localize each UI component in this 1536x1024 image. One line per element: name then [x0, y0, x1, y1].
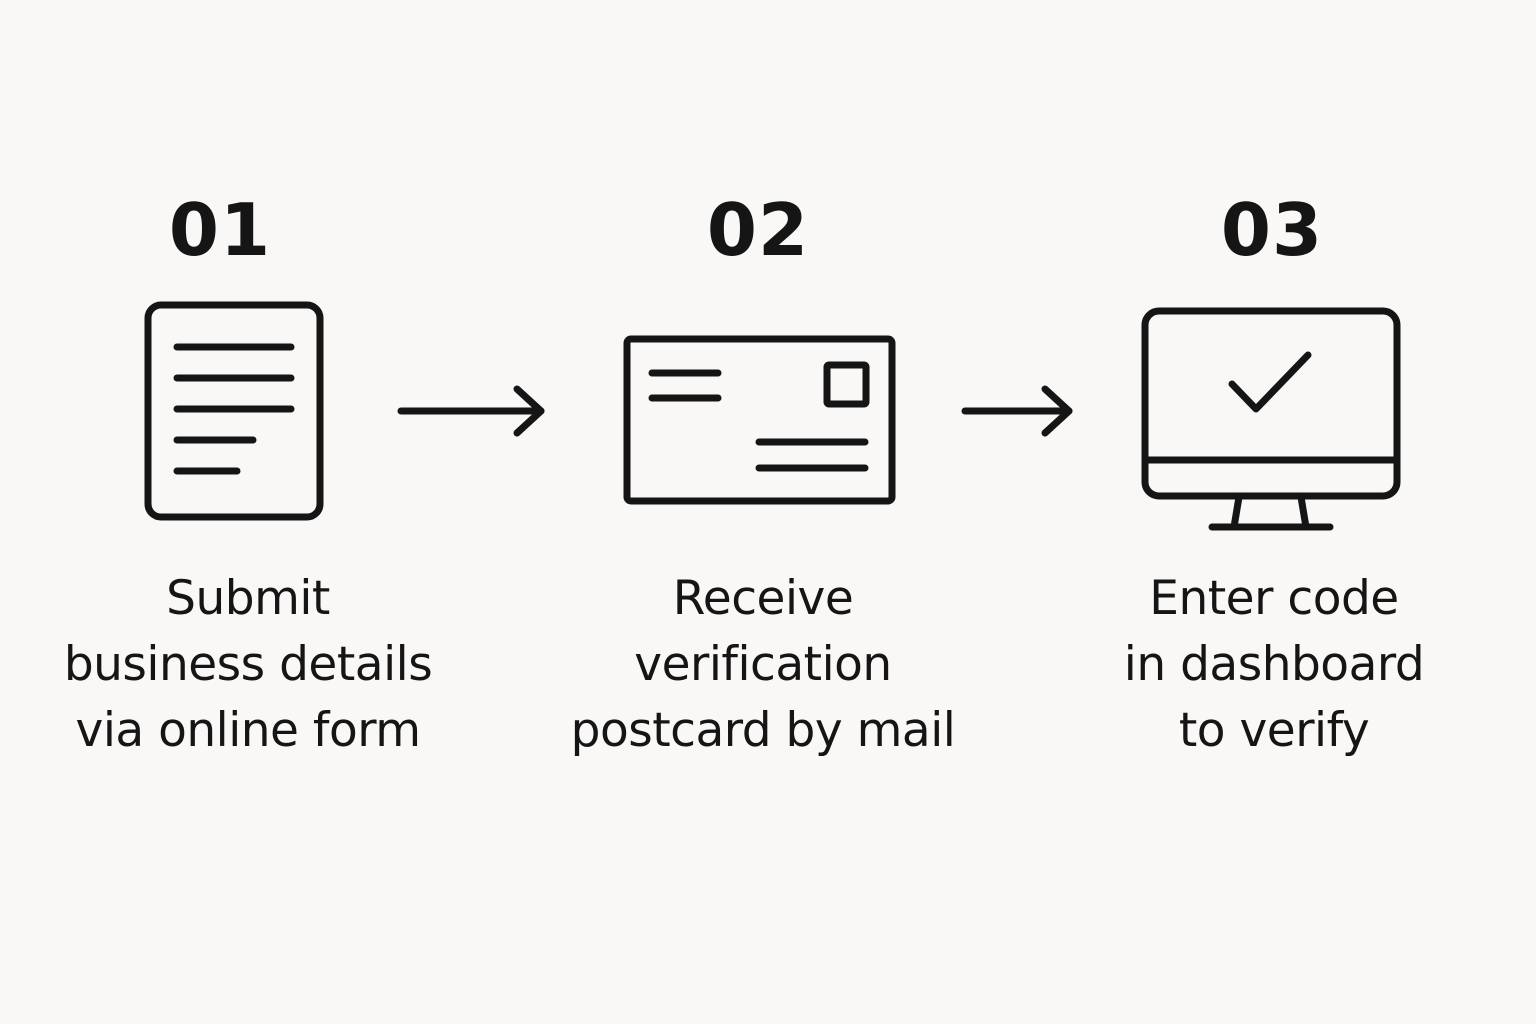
step-label-1: Submit business details via online form [18, 566, 478, 764]
step-label-3-line-1: Enter code [1149, 571, 1399, 626]
step-label-2-line-3: postcard by mail [570, 703, 956, 758]
arrow-right-icon [961, 385, 1073, 437]
checkmark-icon [1228, 351, 1312, 413]
step-number-2: 02 [706, 188, 810, 272]
step-label-3-line-2: in dashboard [1123, 637, 1425, 692]
step-label-3-line-3: to verify [1178, 703, 1370, 758]
step-label-1-line-3: via online form [75, 703, 422, 758]
monitor-checkmark-icon [1141, 307, 1401, 531]
step-number-1: 01 [168, 188, 272, 272]
step-number-3: 03 [1220, 188, 1324, 272]
step-label-2-line-1: Receive [672, 571, 854, 626]
arrow-right-icon [397, 385, 545, 437]
document-icon [144, 301, 324, 521]
step-label-1-line-1: Submit [166, 571, 330, 626]
postcard-icon [623, 335, 896, 505]
step-label-1-line-2: business details [63, 637, 433, 692]
step-label-2-line-2: verification [634, 637, 892, 692]
step-label-3: Enter code in dashboard to verify [1044, 566, 1504, 764]
step-label-2: Receive verification postcard by mail [533, 566, 993, 764]
